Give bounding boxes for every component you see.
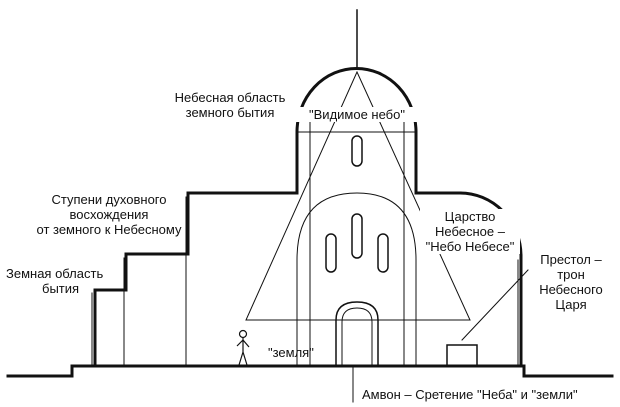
label-steps: Ступени духовного восхождения от земного…	[36, 192, 182, 237]
window-center	[351, 213, 363, 259]
heaven-triangle	[245, 70, 471, 321]
label-earthly-region: Земная область бытия	[6, 266, 104, 296]
window-drum	[351, 135, 363, 167]
door-outer	[335, 301, 379, 367]
label-heavenly-region: Небесная область земного бытия	[174, 90, 286, 120]
person-figure	[236, 329, 250, 366]
stepped-wall	[93, 178, 299, 368]
label-kingdom: Царство Небесное – "Небо Небесе"	[420, 209, 520, 254]
throne-pointer	[461, 269, 529, 341]
throne-altar	[446, 344, 478, 367]
label-ambo: Амвон – Сретение "Неба" и "земли"	[362, 387, 578, 402]
door-inner	[341, 307, 373, 367]
ground-line	[6, 364, 614, 378]
window-left	[325, 233, 337, 273]
main-dome	[295, 67, 418, 134]
window-right	[377, 233, 389, 273]
label-earth: "земля"	[268, 345, 314, 360]
label-throne: Престол – трон Небесного Царя	[539, 252, 603, 312]
inner-vault	[296, 192, 417, 261]
label-visible-sky: "Видимое небо"	[296, 107, 418, 122]
